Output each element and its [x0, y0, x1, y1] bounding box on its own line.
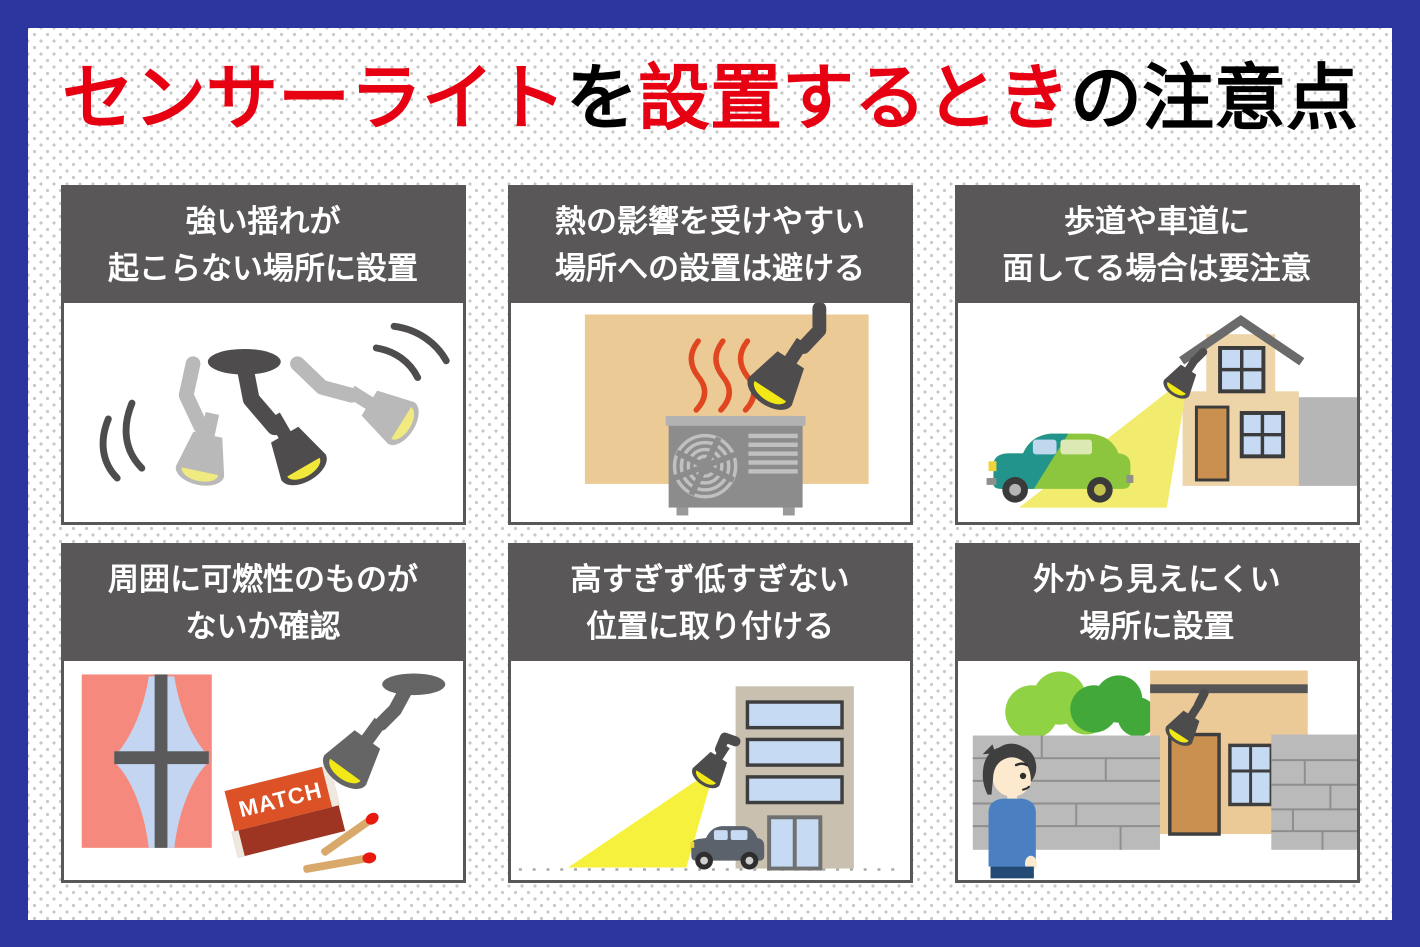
curtained-window [81, 674, 212, 848]
block-wall-right [1270, 734, 1357, 850]
panel-title-line: 面してる場合は要注意 [1002, 250, 1312, 286]
shake-arcs-left [99, 399, 145, 482]
garage-wall [1294, 397, 1357, 486]
panel-header: 歩道や車道に 面してる場合は要注意 [957, 188, 1357, 303]
fan-grille [672, 433, 737, 499]
light-beam [567, 768, 715, 868]
panel-title-line: 高すぎず低すぎない [570, 562, 850, 597]
illustration-sensor-light-shaking [99, 322, 450, 486]
sensor-light-icon [746, 303, 826, 410]
title-segment: 注意点 [1142, 59, 1359, 139]
title-segment: を [565, 59, 638, 139]
shake-arcs-right [372, 322, 450, 381]
car [689, 826, 764, 870]
house [1178, 315, 1304, 486]
panel-header: 強い揺れが 起こらない場所に設置 [63, 188, 463, 303]
panel-title-line: 位置に取り付ける [586, 608, 834, 644]
matchbox: MATCH [224, 764, 345, 858]
ghost-lamp-right [289, 356, 419, 446]
air-conditioner [665, 415, 806, 516]
illustration-person-behind-wall [972, 670, 1357, 879]
person [982, 743, 1037, 879]
illustration-curtain-matchbox-matches: MATCH [81, 673, 445, 873]
heat-waves [688, 338, 757, 413]
match [320, 812, 379, 856]
building [735, 686, 854, 871]
panel-title-line: 周囲に可燃性のものが [108, 562, 418, 597]
sensor-light-icon [207, 348, 327, 486]
poster-content: センサーライトを設置するときの注意点 強い揺れが 起こらない場所に設置 [28, 28, 1392, 920]
panel-grid: 強い揺れが 起こらない場所に設置 [28, 185, 1392, 883]
panel-title-line: 外から見えにくい [1033, 562, 1281, 597]
panel-title-line: 熱の影響を受けやすい [555, 204, 865, 239]
panel-header: 外から見えにくい 場所に設置 [957, 546, 1357, 661]
panel-facing-road-caution: 歩道や車道に 面してる場合は要注意 [954, 185, 1360, 525]
match [302, 852, 376, 873]
page-title: センサーライトを設置するときの注意点 [28, 54, 1392, 144]
ghost-lamp-left [175, 356, 224, 486]
panel-title-line: ないか確認 [185, 608, 341, 644]
sensor-light-icon [691, 732, 741, 789]
bushes [1004, 671, 1157, 739]
panel-avoid-heat-sources: 熱の影響を受けやすい 場所への設置は避ける [507, 185, 913, 525]
title-segment: の [1070, 59, 1143, 139]
panel-proper-mounting-height: 高すぎず低すぎない 位置に取り付ける [507, 543, 913, 883]
panel-header: 熱の影響を受けやすい 場所への設置は避ける [510, 188, 910, 303]
panel-no-strong-shaking: 強い揺れが 起こらない場所に設置 [60, 185, 466, 525]
panel-title-line: 場所への設置は避ける [555, 250, 865, 286]
panel-check-flammables: 周囲に可燃性のものが ないか確認 MATCH [60, 543, 466, 883]
title-segment: 設置するとき [637, 59, 1070, 139]
panel-title-line: 起こらない場所に設置 [108, 250, 418, 286]
panel-title-line: 歩道や車道に [1064, 204, 1250, 239]
sensor-light-icon [1165, 688, 1209, 746]
illustration-building-light-shining-on-car [518, 686, 903, 871]
fan-spokes [672, 436, 737, 497]
panel-header: 周囲に可燃性のものが ないか確認 [63, 546, 463, 661]
panel-header: 高すぎず低すぎない 位置に取り付ける [510, 546, 910, 661]
sensor-light-icon [1162, 347, 1207, 399]
illustration-house-light-shining-on-car [986, 315, 1357, 508]
illustration-air-conditioner-heat [584, 303, 869, 516]
sensor-light-icon [322, 673, 445, 789]
car [986, 433, 1133, 503]
panel-title-line: 場所に設置 [1079, 608, 1235, 644]
panel-title-line: 強い揺れが [185, 204, 341, 239]
vents [747, 433, 798, 474]
panel-hidden-from-outside: 外から見えにくい 場所に設置 [954, 543, 1360, 883]
title-segment: センサーライト [61, 59, 566, 139]
